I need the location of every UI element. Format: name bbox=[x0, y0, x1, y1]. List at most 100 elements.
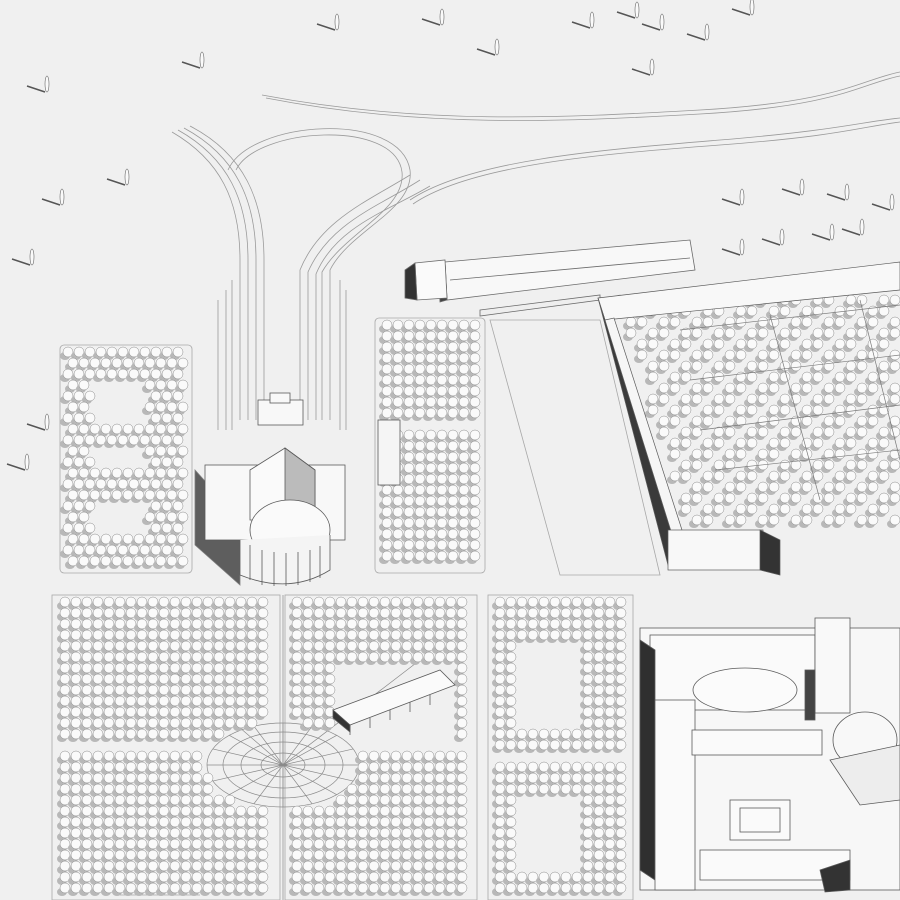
tree bbox=[458, 319, 470, 331]
tree bbox=[334, 13, 340, 31]
tree bbox=[390, 871, 402, 883]
tree bbox=[680, 459, 692, 471]
tree bbox=[615, 651, 627, 663]
tree bbox=[680, 327, 692, 339]
tree bbox=[867, 404, 879, 416]
tree bbox=[103, 596, 115, 608]
tree bbox=[889, 514, 900, 526]
tree bbox=[469, 374, 481, 386]
tree bbox=[401, 783, 413, 795]
tree bbox=[615, 629, 627, 641]
tree bbox=[691, 481, 703, 493]
tree bbox=[458, 550, 470, 562]
tree bbox=[313, 629, 325, 641]
tree bbox=[401, 750, 413, 762]
tree bbox=[403, 341, 415, 353]
tree bbox=[136, 783, 148, 795]
tree bbox=[889, 294, 900, 306]
tree bbox=[114, 838, 126, 850]
tree bbox=[582, 739, 594, 751]
tree bbox=[224, 695, 236, 707]
tree bbox=[403, 451, 415, 463]
tree bbox=[494, 761, 506, 773]
tree bbox=[403, 517, 415, 529]
tree bbox=[202, 640, 214, 652]
tree bbox=[257, 849, 269, 861]
tree bbox=[604, 761, 616, 773]
tree bbox=[133, 555, 145, 567]
tree bbox=[213, 794, 225, 806]
tree bbox=[878, 360, 890, 372]
tree bbox=[92, 750, 104, 762]
tree bbox=[494, 860, 506, 872]
tree bbox=[67, 555, 79, 567]
tree bbox=[368, 805, 380, 817]
tree bbox=[114, 761, 126, 773]
tree bbox=[425, 484, 437, 496]
tree bbox=[812, 327, 824, 339]
tree bbox=[379, 761, 391, 773]
tree bbox=[436, 429, 448, 441]
tree bbox=[180, 695, 192, 707]
railway-lines bbox=[171, 71, 900, 430]
tree bbox=[59, 640, 71, 652]
tree bbox=[81, 728, 93, 740]
tree bbox=[458, 330, 470, 342]
tree bbox=[447, 319, 459, 331]
block-outlines bbox=[51, 317, 661, 900]
tree bbox=[224, 629, 236, 641]
tree bbox=[147, 662, 159, 674]
tree bbox=[390, 651, 402, 663]
tree bbox=[505, 706, 517, 718]
tree bbox=[117, 478, 129, 490]
tree bbox=[735, 349, 747, 361]
tree bbox=[144, 423, 156, 435]
tree bbox=[213, 607, 225, 619]
tree bbox=[469, 440, 481, 452]
tree bbox=[81, 816, 93, 828]
tree bbox=[649, 58, 655, 76]
tree bbox=[439, 8, 445, 26]
tree bbox=[133, 489, 145, 501]
tree bbox=[823, 382, 835, 394]
tree bbox=[856, 294, 868, 306]
tree bbox=[147, 640, 159, 652]
tree bbox=[169, 640, 181, 652]
tree bbox=[604, 717, 616, 729]
tree bbox=[414, 374, 426, 386]
tree bbox=[139, 478, 151, 490]
tree bbox=[224, 882, 236, 894]
tree bbox=[401, 629, 413, 641]
tree bbox=[78, 489, 90, 501]
tree bbox=[158, 849, 170, 861]
tree bbox=[713, 338, 725, 350]
tree bbox=[636, 349, 648, 361]
tree bbox=[169, 827, 181, 839]
tree bbox=[122, 533, 134, 545]
tree bbox=[103, 651, 115, 663]
tree bbox=[166, 533, 178, 545]
tree bbox=[494, 695, 506, 707]
tree bbox=[414, 517, 426, 529]
tree bbox=[560, 882, 572, 894]
tree bbox=[516, 596, 528, 608]
tree bbox=[582, 684, 594, 696]
tree bbox=[81, 706, 93, 718]
tree bbox=[335, 849, 347, 861]
tree bbox=[92, 618, 104, 630]
tree bbox=[158, 618, 170, 630]
tree bbox=[92, 717, 104, 729]
tree bbox=[59, 188, 65, 206]
tree bbox=[73, 412, 85, 424]
tree bbox=[403, 374, 415, 386]
tree bbox=[81, 695, 93, 707]
tree bbox=[84, 456, 96, 468]
tree bbox=[177, 401, 189, 413]
tree bbox=[324, 673, 336, 685]
tree bbox=[70, 849, 82, 861]
tree bbox=[593, 640, 605, 652]
tree bbox=[136, 706, 148, 718]
tree bbox=[582, 827, 594, 839]
tree bbox=[213, 695, 225, 707]
tree bbox=[392, 330, 404, 342]
